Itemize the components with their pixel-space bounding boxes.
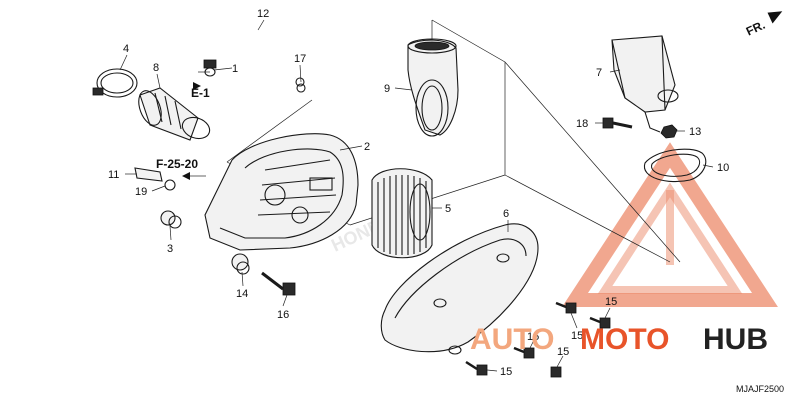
front-direction-indicator: FR. (744, 11, 783, 39)
callout-5: 5 (445, 203, 451, 215)
callout-9: 9 (384, 83, 390, 95)
breather-hose-part (203, 28, 305, 87)
callout-15c: 15 (527, 331, 539, 343)
callout-18: 18 (576, 118, 588, 130)
reference-e1: E-1 (191, 86, 210, 100)
air-cleaner-cover-part (380, 223, 539, 355)
watermark-text: AUTO MOTO HUB (470, 323, 768, 356)
callout-12: 12 (257, 8, 269, 20)
watermark-auto: AUTO (470, 323, 554, 356)
air-filter-element-part (371, 168, 433, 259)
callout-labels: 1 2 3 4 5 6 7 8 9 10 11 12 13 14 15 15 1… (108, 8, 729, 378)
leader-lines (119, 19, 714, 372)
reference-arrows (182, 71, 210, 180)
intake-duct-part (407, 38, 459, 137)
bolt-18-part (602, 117, 633, 129)
e1-arrow (193, 82, 201, 90)
nut-13-part (660, 124, 678, 139)
callout-15b: 15 (571, 330, 583, 342)
callout-17: 17 (294, 53, 306, 65)
watermark-logo (562, 142, 778, 307)
front-direction-arrow (767, 11, 783, 24)
screw-15e-part (465, 360, 488, 376)
callout-15a: 15 (605, 296, 617, 308)
callout-6: 6 (503, 208, 509, 220)
watermark-hub: HUB (703, 323, 768, 356)
reference-f2520: F-25-20 (156, 157, 198, 171)
watermark-moto: MOTO (580, 323, 669, 356)
callout-8: 8 (153, 62, 159, 74)
callout-1: 1 (232, 63, 238, 75)
callout-19: 19 (135, 186, 147, 198)
callout-3: 3 (167, 243, 173, 255)
snorkel-duct-part (611, 35, 679, 133)
callout-10: 10 (717, 162, 729, 174)
grommet-3-part (160, 210, 182, 229)
screw-15c-part (513, 346, 535, 359)
screw-15d-part (550, 366, 562, 378)
seal-ring-part (643, 148, 707, 183)
callout-14: 14 (236, 288, 248, 300)
callout-13: 13 (689, 126, 701, 138)
hose-11-part (134, 167, 163, 182)
callout-11: 11 (108, 169, 119, 181)
clip-19-part (164, 179, 176, 191)
callout-2: 2 (364, 141, 370, 153)
f2520-arrow (182, 172, 190, 180)
bolt-16-part (261, 271, 296, 296)
clamp-band-part (92, 68, 138, 98)
callout-15d: 15 (557, 346, 569, 358)
connecting-tube-part (138, 87, 211, 141)
front-direction-label: FR. (744, 18, 767, 39)
diagram-code: MJAJF2500 (736, 384, 784, 394)
clip-17-part (296, 83, 306, 93)
callout-7: 7 (596, 67, 602, 79)
collar-14-part (231, 253, 250, 275)
callout-4: 4 (123, 43, 129, 55)
callout-15e: 15 (500, 366, 512, 378)
screw-15b-part (555, 301, 577, 314)
callout-16: 16 (277, 309, 289, 321)
